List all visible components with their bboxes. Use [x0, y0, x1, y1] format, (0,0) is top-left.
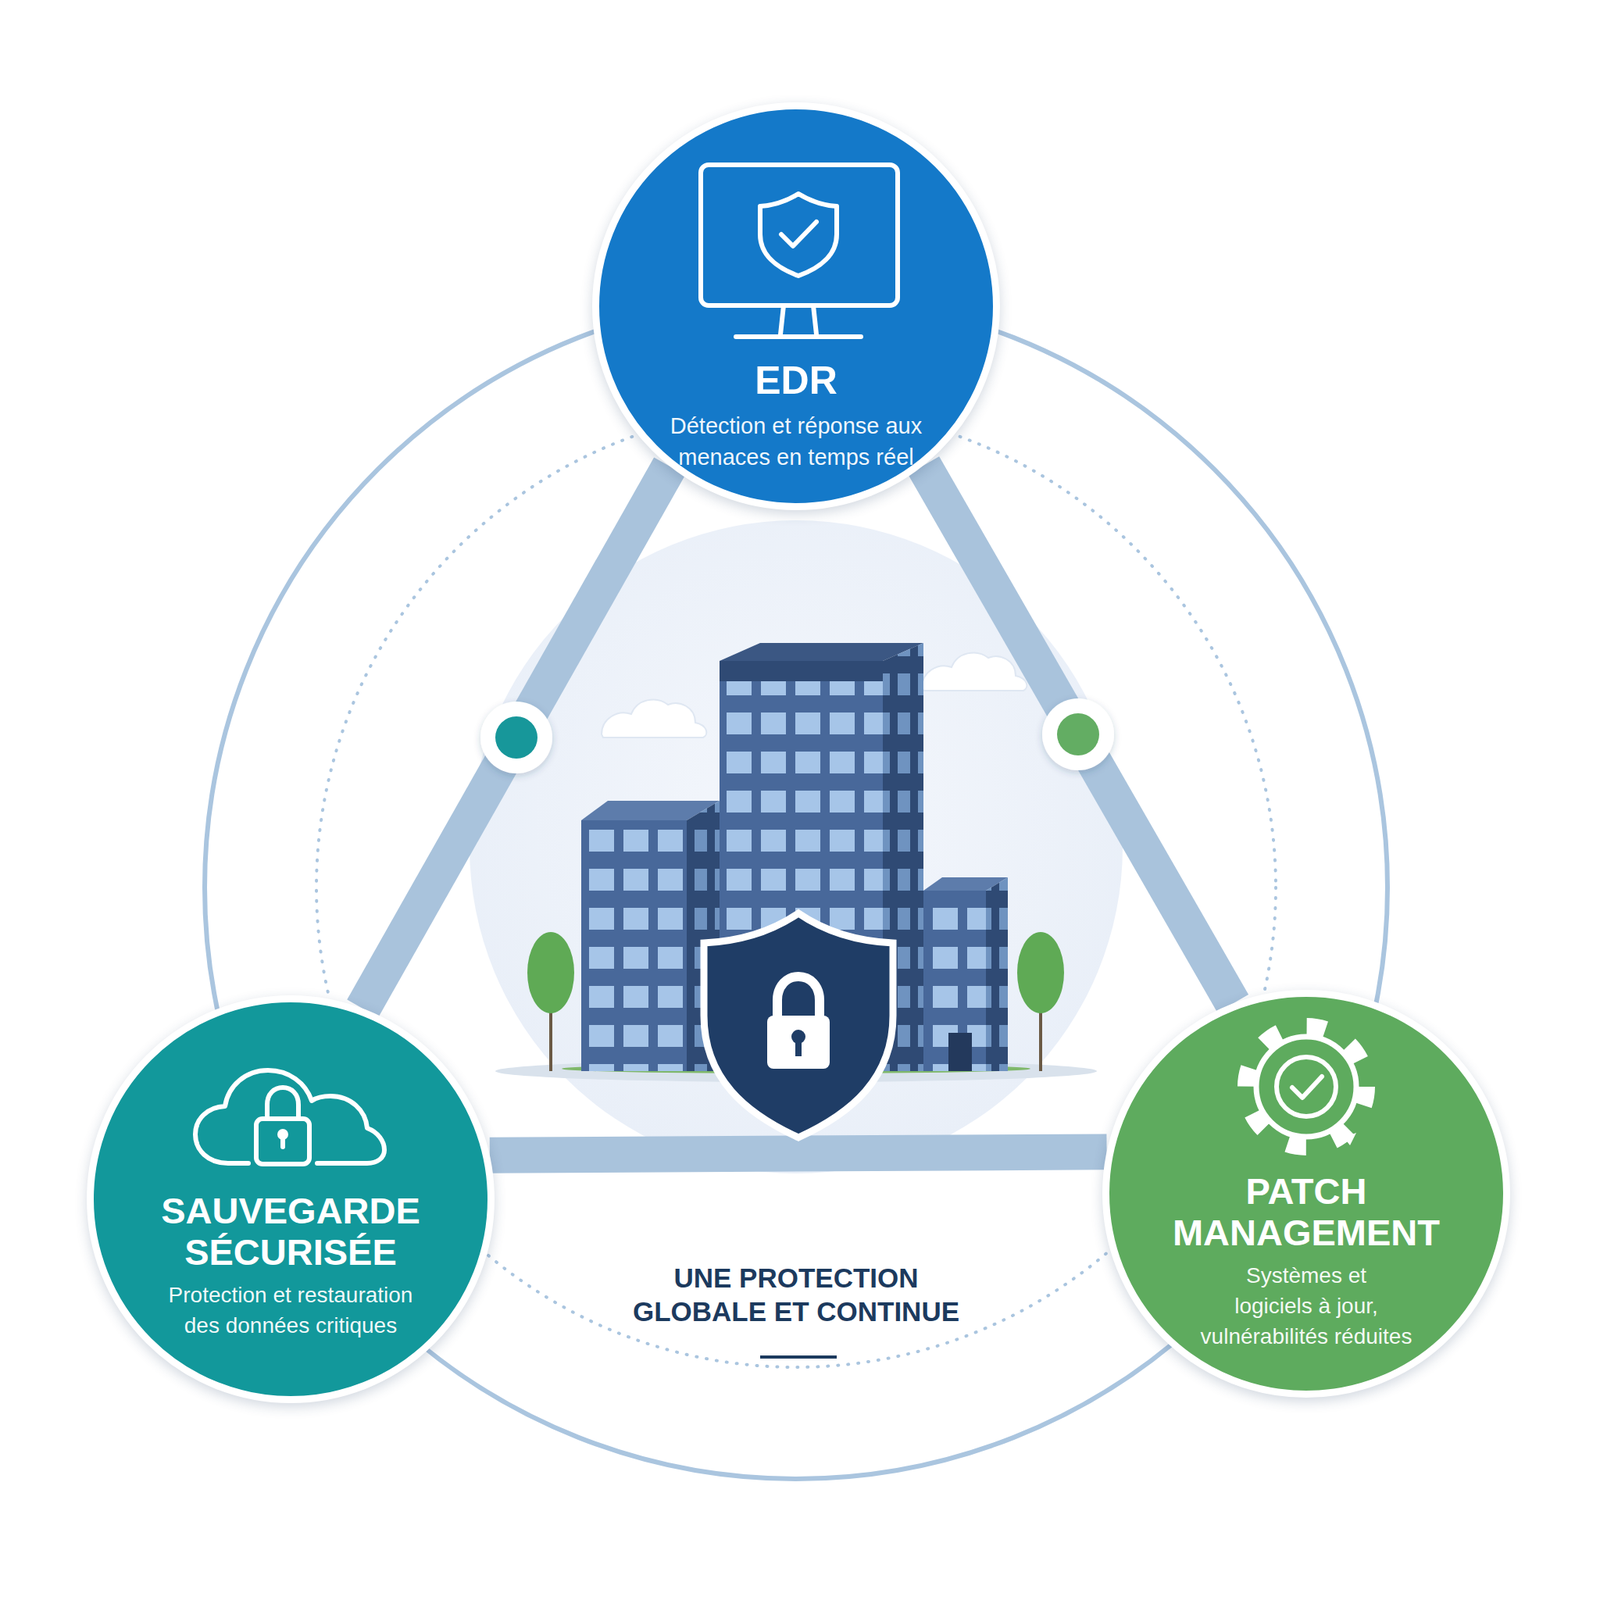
circle-text: Détection et réponse aux menaces en temp…: [667, 410, 925, 473]
tree-crown: [527, 932, 575, 1014]
tree-crown: [1017, 932, 1065, 1014]
cycle-arrow: [1343, 1132, 1357, 1146]
link-bar: [923, 465, 1233, 1004]
link-bar: [362, 466, 670, 1009]
right-building: [923, 877, 1008, 1072]
lock-shackle: [267, 1087, 299, 1119]
side-wall: [985, 877, 1008, 1072]
underline: [760, 1355, 837, 1359]
left-building: [581, 800, 720, 1072]
side-wall: [686, 800, 720, 1072]
stand: [735, 305, 861, 337]
roof: [719, 642, 924, 661]
link-bar: [489, 1151, 1108, 1155]
circle-title: PATCH MANAGEMENT: [1138, 1171, 1475, 1254]
circle-text: Protection et restauration des données c…: [138, 1280, 443, 1341]
center-bubble: [469, 520, 1123, 1174]
cloud: [921, 653, 1027, 691]
door: [948, 1032, 972, 1072]
cloud-outline: [195, 1070, 385, 1164]
gear-ring: [1256, 1036, 1357, 1137]
side-wall: [882, 642, 924, 1072]
screen: [700, 164, 898, 306]
gear-icon: [1246, 1027, 1366, 1147]
lock-body: [256, 1118, 310, 1165]
dot-ring: [1042, 698, 1115, 771]
backup-circle: SAUVEGARDE SÉCURISÉE Protection et restau…: [86, 995, 495, 1404]
grass: [561, 1064, 1031, 1074]
circle-title: SAUVEGARDE SÉCURISÉE: [134, 1190, 447, 1273]
keyhole: [795, 1039, 802, 1057]
tree-trunk: [1039, 976, 1043, 1072]
keyhole: [280, 1135, 286, 1147]
dot: [495, 716, 538, 759]
center-caption: UNE PROTECTION GLOBALE ET CONTINUE: [612, 1260, 980, 1329]
facade: [581, 820, 687, 1072]
gear-hub: [1276, 1057, 1336, 1117]
tall-building: [719, 642, 924, 1072]
parapet: [719, 660, 883, 682]
tree-trunk: [549, 976, 553, 1072]
roof: [923, 877, 1008, 891]
padlock-body: [767, 1015, 830, 1069]
circle-title: EDR: [632, 358, 961, 403]
dot: [1057, 713, 1100, 756]
shield: [703, 913, 893, 1138]
check-mark: [781, 221, 817, 247]
shield-outline: [760, 193, 837, 276]
ground: [495, 1060, 1097, 1083]
patch-circle: PATCH MANAGEMENTSystèmes et logiciels à …: [1102, 989, 1511, 1398]
edr-circle: EDR Détection et réponse aux menaces en t…: [592, 102, 1000, 511]
trees: [527, 932, 1065, 1072]
keyhole: [791, 1029, 806, 1044]
monitor-icon: [700, 164, 898, 337]
cloud: [601, 700, 707, 738]
circle-text: Systèmes et logiciels à jour, vulnérabil…: [1177, 1260, 1436, 1352]
security-shield: [703, 913, 893, 1138]
padlock-shackle: [777, 976, 820, 1020]
facade: [923, 890, 986, 1072]
dot-ring: [480, 701, 553, 774]
link-dots: [480, 698, 1115, 774]
facade: [719, 681, 883, 1072]
clouds: [601, 653, 1027, 738]
gear-teeth: [1246, 1027, 1366, 1147]
roof: [581, 800, 720, 821]
keyhole: [279, 1131, 286, 1138]
check-mark: [1292, 1076, 1322, 1098]
cloud-lock-icon: [195, 1070, 385, 1165]
